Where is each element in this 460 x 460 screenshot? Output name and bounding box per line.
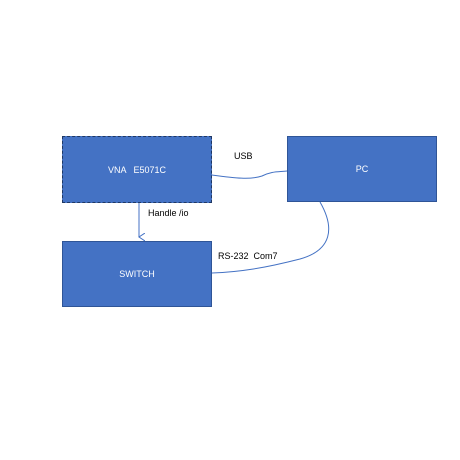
- switch-box: SWITCH: [62, 241, 212, 307]
- pc-label: PC: [355, 164, 369, 174]
- usb-connection-label: USB: [234, 151, 253, 161]
- rs232-connector: [211, 201, 330, 274]
- vna-box: VNA E5071C: [62, 136, 212, 203]
- switch-label: SWITCH: [119, 269, 155, 279]
- rs232-connection-label: RS-232 Com7: [218, 251, 278, 261]
- usb-connector: [211, 170, 288, 179]
- vna-label: VNA E5071C: [107, 164, 167, 175]
- pc-box: PC: [287, 136, 437, 202]
- handle-io-connection-label: Handle /io: [148, 208, 189, 218]
